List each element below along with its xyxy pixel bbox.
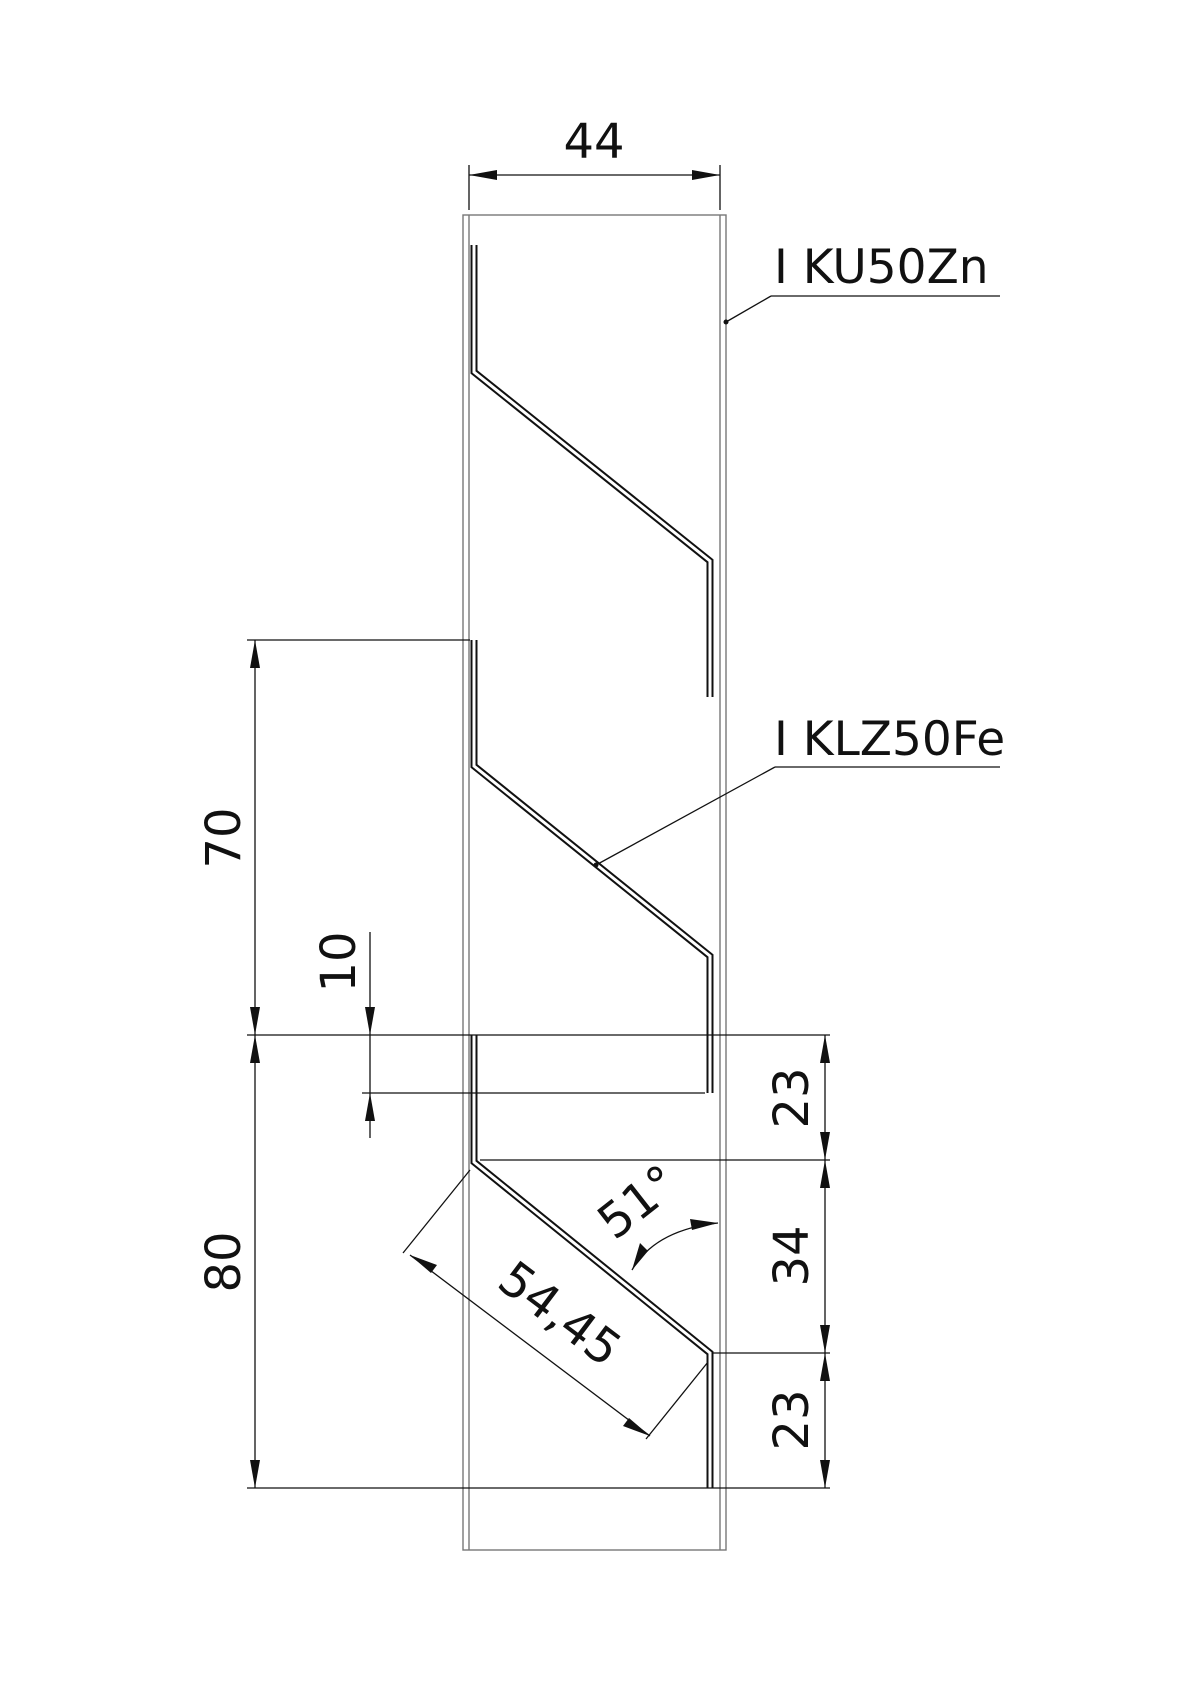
dimension-offset-small-value: 10 xyxy=(311,931,367,992)
dimension-offset-small: 10 xyxy=(311,931,705,1138)
label-frame-leader: I KU50Zn xyxy=(723,240,1000,325)
dimension-angle: 51° xyxy=(587,1154,719,1271)
dimension-width-top-value: 44 xyxy=(563,114,624,170)
label-frame: I KU50Zn xyxy=(774,240,989,295)
dimension-height-upper: 70 xyxy=(196,639,470,1035)
dimension-seg-mid-value: 34 xyxy=(764,1225,820,1286)
dimension-height-upper-value: 70 xyxy=(196,807,252,868)
dimension-seg-bottom-value: 23 xyxy=(764,1389,820,1450)
dimension-width-top: 44 xyxy=(468,114,721,210)
dimension-seg-top-value: 23 xyxy=(764,1067,820,1128)
label-blade: I KLZ50Fe xyxy=(774,712,1005,767)
label-blade-leader: I KLZ50Fe xyxy=(593,712,1005,868)
blade-profile-bottom xyxy=(470,1035,714,1488)
dimension-height-lower: 80 xyxy=(196,1035,830,1489)
blade-profile-middle xyxy=(470,640,714,1093)
frame-channel xyxy=(462,214,727,1551)
dimension-angle-value: 51° xyxy=(587,1154,689,1251)
blade-profile-top xyxy=(470,245,714,697)
dimension-height-lower-value: 80 xyxy=(196,1231,252,1292)
dimension-segments-right: 23 34 23 xyxy=(480,1035,830,1488)
